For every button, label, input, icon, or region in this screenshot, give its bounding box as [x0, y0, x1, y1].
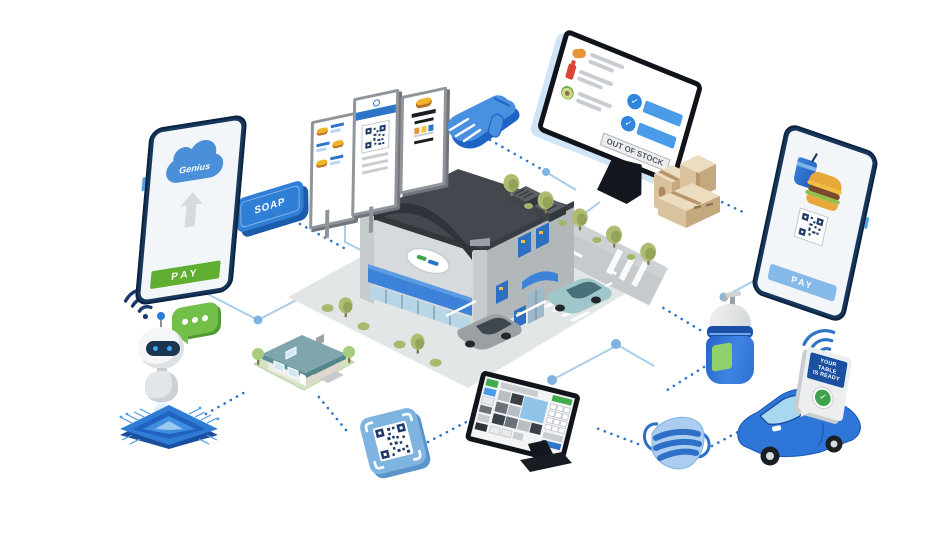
roof-window [285, 346, 297, 360]
robot-body [145, 371, 178, 402]
store-building [356, 169, 574, 340]
pos-terminal [465, 371, 580, 472]
robot-neck [157, 368, 167, 372]
burger-icon [332, 138, 344, 149]
food-icon-orange [571, 48, 587, 59]
phone-screen: PAY [756, 128, 874, 318]
window [287, 366, 299, 380]
driveway [314, 368, 344, 383]
cardboard-boxes [654, 155, 720, 228]
lot-bushes [321, 297, 442, 367]
store-sign [406, 247, 450, 275]
qr-code-tile [360, 408, 431, 479]
gloves-icon [447, 95, 520, 149]
burger-icon [316, 158, 328, 168]
menu-board [309, 80, 448, 248]
mask-pleats [653, 428, 702, 461]
food-shelf [413, 124, 433, 138]
notification-text: YOUR TABLE IS READY [806, 352, 848, 388]
cpu-chip-icon [119, 405, 220, 449]
board-pole [368, 206, 374, 234]
board-pole [324, 209, 330, 239]
parked-car-teal [547, 278, 612, 314]
street-trees [503, 174, 657, 265]
qr-code-icon [361, 119, 390, 154]
pos-left-buttons [474, 378, 499, 432]
parked-car-gray [457, 314, 522, 350]
door [300, 373, 306, 386]
smartphone-cloud-pay: Genius PAY [134, 113, 248, 307]
check-icon: ✓ [619, 113, 638, 134]
store-scene [288, 169, 668, 388]
roof [262, 335, 346, 373]
wall-posters [496, 222, 549, 329]
qr-code-icon [793, 207, 829, 247]
food-icon-bottle [565, 62, 577, 81]
pay-button: PAY [149, 260, 221, 290]
box-front [658, 183, 720, 228]
side-mirror [772, 425, 782, 432]
robot-visor [146, 341, 180, 356]
face-mask [642, 416, 711, 470]
pay-button: PAY [767, 263, 838, 302]
scan-frame-icon [364, 412, 422, 470]
connected-car [737, 388, 861, 466]
store-awning [368, 268, 472, 316]
robot-antenna [160, 318, 162, 329]
crosswalk-2 [606, 248, 649, 288]
camera-dot-icon [372, 98, 380, 108]
smartphone-order-pay: PAY [750, 121, 880, 325]
menu-panel-left [309, 111, 357, 230]
window [273, 360, 285, 374]
house [252, 334, 356, 391]
check-icon: ✓ [625, 91, 644, 112]
chatbot-robot [112, 283, 227, 451]
store-windows [370, 284, 470, 332]
burger-icon [415, 96, 432, 110]
food-icon-avocado [559, 84, 576, 102]
cloud-icon: Genius [165, 151, 225, 185]
cloud-label: Genius [178, 160, 211, 176]
sanitizer-bottle [700, 286, 760, 386]
qr-pattern [374, 422, 411, 460]
phone-screen: Genius PAY [139, 119, 243, 301]
robot-antenna-tip [157, 312, 165, 320]
burger-icon [803, 169, 844, 213]
bottle-label [712, 342, 732, 372]
yard-trees [252, 346, 355, 365]
chip-pins [121, 408, 218, 445]
pos-base [520, 452, 572, 472]
upload-arrow-icon [178, 190, 204, 228]
check-badge: ✓ [811, 384, 835, 410]
menu-panel-center [351, 88, 400, 217]
pos-grid [488, 382, 549, 441]
protective-gloves [447, 95, 520, 149]
burger-icon [316, 126, 328, 136]
soap-label: SOAP [254, 196, 286, 217]
chat-bubble-icon [172, 300, 218, 340]
